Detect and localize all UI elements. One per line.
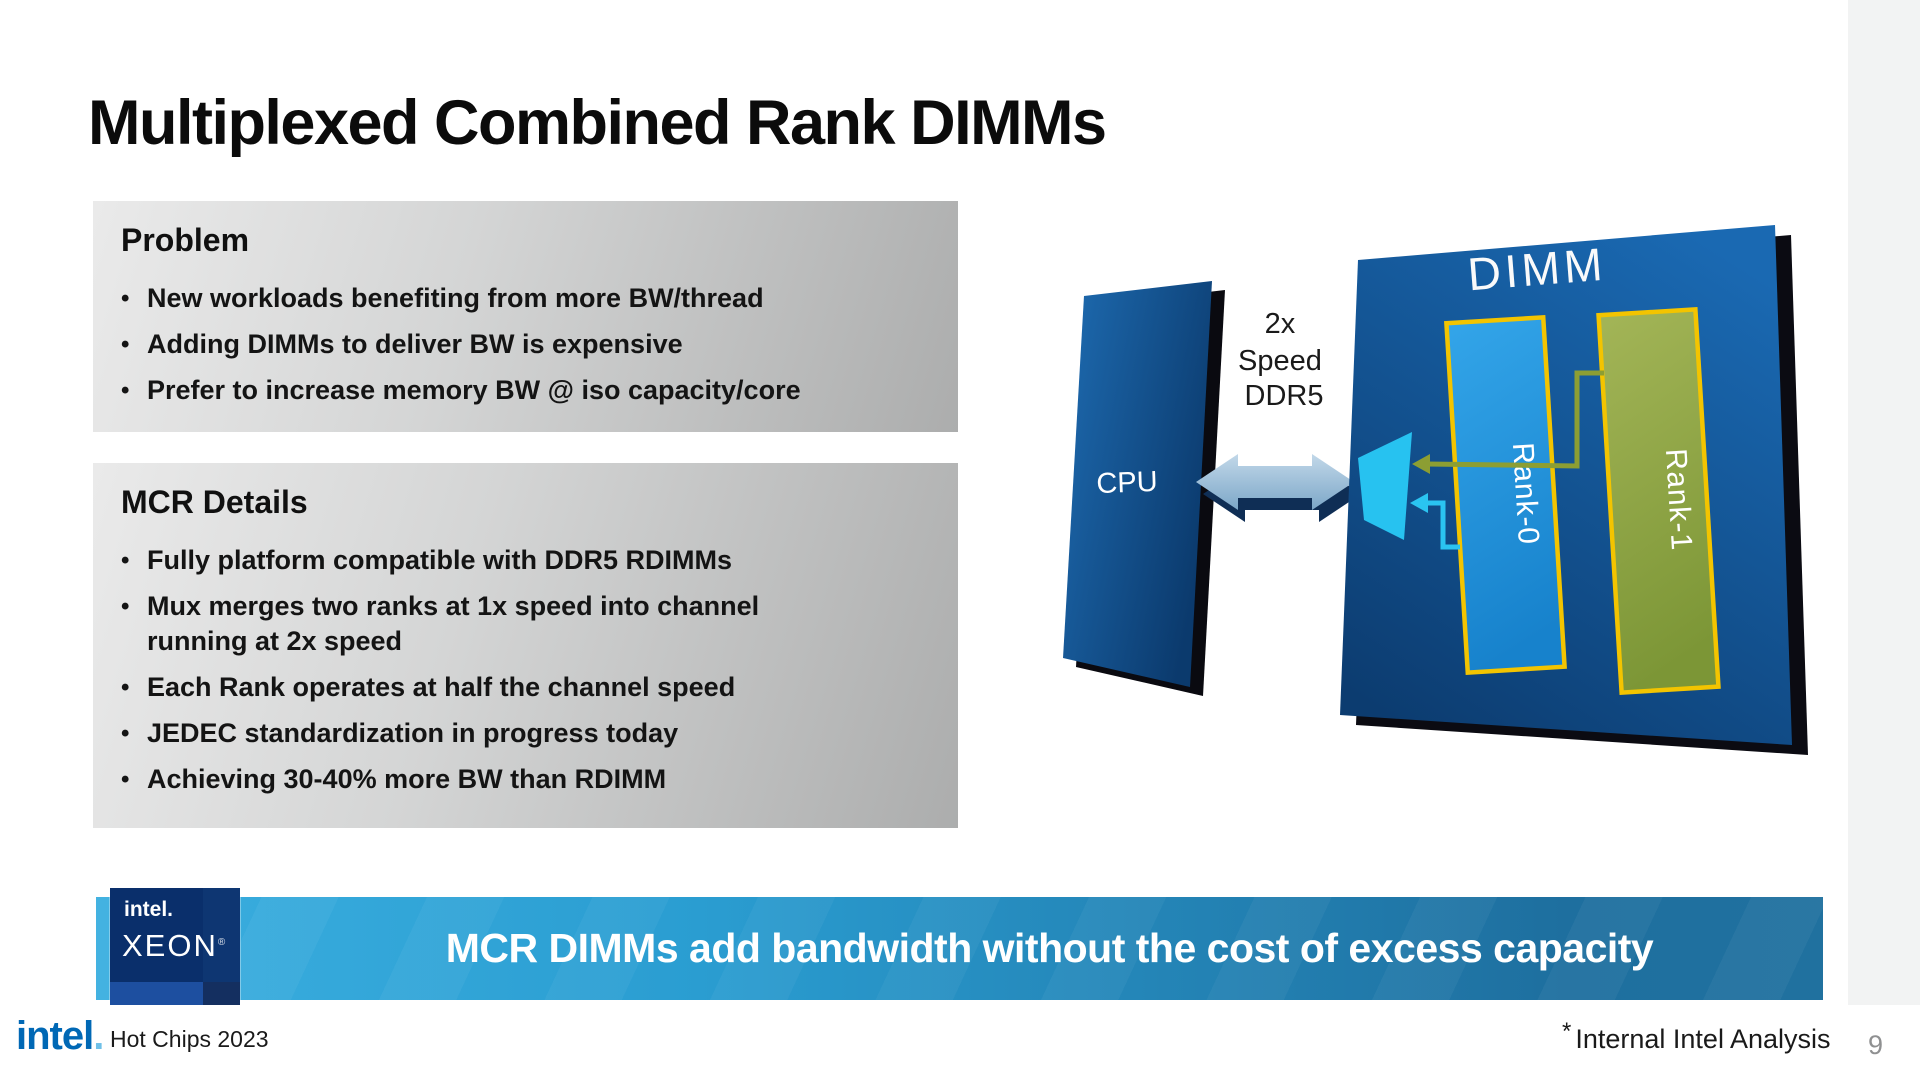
bus-arrow-body [1196,454,1354,510]
footnote-text: Internal Intel Analysis [1575,1024,1831,1054]
problem-panel: Problem New workloads benefiting from mo… [93,201,958,432]
dimm-label: DIMM [1466,238,1608,301]
rank1-label: Rank-1 [1659,447,1698,552]
badge-xeon-wordmark: XEON® [122,928,228,963]
cpu-chip: CPU [1063,281,1225,696]
rank1-to-mux-connector [1412,370,1604,474]
list-item: Mux merges two ranks at 1x speed into ch… [121,589,928,659]
page-number: 9 [1868,1030,1884,1060]
footer-event-label: Hot Chips 2023 [110,1026,269,1052]
trademark-icon: ® [217,936,228,948]
bus-speed-label: 2x Speed DDR5 [1238,308,1330,412]
badge-intel-wordmark: intel. [124,898,174,921]
mcr-bullet-list: Fully platform compatible with DDR5 RDIM… [121,543,928,797]
list-item: Fully platform compatible with DDR5 RDIM… [121,543,928,578]
page-title: Multiplexed Combined Rank DIMMs [88,88,1107,159]
bullet-text: Fully platform compatible with DDR5 RDIM… [147,545,733,575]
mcr-details-heading: MCR Details [121,484,308,520]
bullet-text: Mux merges two ranks at 1x speed into ch… [147,591,760,656]
problem-bullet-list: New workloads benefiting from more BW/th… [121,281,928,408]
rank0-label: Rank-0 [1506,441,1545,546]
cpu-label: CPU [1096,466,1158,500]
rank0-block: Rank-0 [1444,314,1567,675]
viewer-right-margin [1848,0,1920,1005]
mcr-details-panel: MCR Details Fully platform compatible wi… [93,463,958,828]
bullet-text: Achieving 30-40% more BW than RDIMM [147,764,667,794]
rank1-rect [1596,306,1721,695]
list-item: Achieving 30-40% more BW than RDIMM [121,762,928,797]
bullet-text: JEDEC standardization in progress today [147,718,679,748]
cyan-arrowhead-icon [1410,493,1428,513]
list-item: Adding DIMMs to deliver BW is expensive [121,327,928,362]
mcr-dimm-diagram: CPU 2x Speed DDR5 DIMM Rank-0 [1063,225,1808,755]
rank1-block: Rank-1 [1596,306,1721,695]
bullet-text: New workloads benefiting from more BW/th… [147,283,764,313]
list-item: New workloads benefiting from more BW/th… [121,281,928,316]
cpu-face [1063,281,1212,687]
dimm-board: DIMM Rank-0 Rank-1 [1340,225,1808,755]
badge-accent-corner [203,982,240,1005]
key-message-text: MCR DIMMs add bandwidth without the cost… [445,925,1654,971]
intel-xeon-badge: intel. XEON® [110,888,240,1005]
intel-logo: intel. [16,1014,104,1058]
rank0-to-mux-connector [1410,493,1460,550]
list-item: JEDEC standardization in progress today [121,716,928,751]
footnote: *Internal Intel Analysis [1562,1018,1831,1055]
asterisk-icon: * [1562,1018,1572,1045]
mux-shape [1358,432,1412,540]
list-item: Each Rank operates at half the channel s… [121,670,928,705]
key-message-banner: MCR DIMMs add bandwidth without the cost… [96,897,1823,1000]
bus-arrow [1196,454,1361,522]
bullet-text: Each Rank operates at half the channel s… [147,672,736,702]
bullet-text: Prefer to increase memory BW @ iso capac… [147,375,801,405]
rank0-rect [1444,314,1567,675]
problem-heading: Problem [121,222,250,258]
bullet-text: Adding DIMMs to deliver BW is expensive [147,329,683,359]
list-item: Prefer to increase memory BW @ iso capac… [121,373,928,408]
olive-arrowhead-icon [1412,454,1430,474]
